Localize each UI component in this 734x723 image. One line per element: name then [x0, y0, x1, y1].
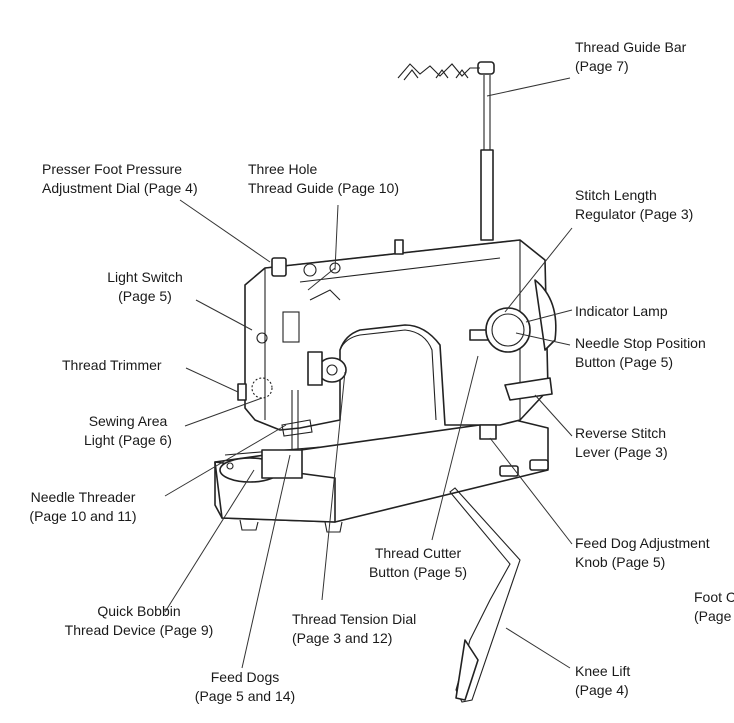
label-line: Lever (Page 3) — [575, 444, 668, 460]
label-line: Thread Trimmer — [62, 357, 162, 373]
thread-guide-bar-drawing — [397, 61, 495, 241]
label-foot: Foot C (Page — [694, 588, 734, 626]
label-sewing-light: Sewing Area Light (Page 6) — [72, 412, 184, 450]
label-line: Feed Dogs — [210, 669, 280, 685]
label-line: (Page 10 and 11) — [29, 508, 137, 524]
label-line: Feed Dog Adjustment — [575, 535, 710, 551]
label-line: (Page 3 and 12) — [292, 630, 393, 646]
label-thread-trimmer: Thread Trimmer — [62, 356, 162, 375]
machine-head — [237, 351, 347, 450]
label-line: (Page 4) — [575, 682, 629, 698]
label-line: Light (Page 6) — [84, 432, 172, 448]
label-line: (Page 7) — [575, 58, 629, 74]
label-thread-guide-bar: Thread Guide Bar (Page 7) — [575, 38, 686, 76]
label-line: (Page — [694, 608, 732, 624]
label-three-hole-guide: Three Hole Thread Guide (Page 10) — [248, 160, 399, 198]
label-thread-cutter: Thread Cutter Button (Page 5) — [360, 544, 476, 582]
label-line: Button (Page 5) — [368, 564, 468, 580]
label-line: Reverse Stitch — [575, 425, 667, 441]
label-line: Thread Cutter — [374, 545, 462, 561]
label-needle-threader: Needle Threader (Page 10 and 11) — [8, 488, 158, 526]
label-line: Presser Foot Pressure — [42, 161, 183, 177]
label-reverse-stitch: Reverse Stitch Lever (Page 3) — [575, 424, 668, 462]
label-line: Button (Page 5) — [575, 354, 674, 370]
leader-lines — [164, 77, 573, 669]
knee-lift-drawing — [449, 487, 521, 703]
label-line: (Page 5) — [118, 288, 172, 304]
label-line: Needle Threader — [30, 489, 136, 505]
label-line: Regulator (Page 3) — [575, 206, 694, 222]
machine-bed — [214, 419, 549, 533]
label-line: Indicator Lamp — [575, 303, 668, 319]
label-feed-dog-knob: Feed Dog Adjustment Knob (Page 5) — [575, 534, 710, 572]
label-line: Needle Stop Position — [575, 335, 706, 351]
label-line: Light Switch — [107, 269, 183, 285]
label-line: Thread Guide Bar — [575, 39, 687, 55]
label-line: Three Hole — [248, 161, 318, 177]
label-light-switch: Light Switch (Page 5) — [90, 268, 200, 306]
label-line: Quick Bobbin — [97, 603, 181, 619]
label-line: Knob (Page 5) — [575, 554, 666, 570]
label-line: Thread Guide (Page 10) — [248, 180, 399, 196]
label-line: Thread Tension Dial — [292, 611, 417, 627]
label-line: Stitch Length — [575, 187, 657, 203]
label-tension-dial: Thread Tension Dial (Page 3 and 12) — [292, 610, 416, 648]
label-line: (Page 5 and 14) — [194, 688, 296, 704]
label-indicator-lamp: Indicator Lamp — [575, 302, 668, 321]
label-line: Foot C — [694, 589, 734, 605]
label-knee-lift: Knee Lift (Page 4) — [575, 662, 630, 700]
label-presser-foot-dial: Presser Foot Pressure Adjustment Dial (P… — [42, 160, 198, 198]
label-line: Sewing Area — [88, 413, 168, 429]
label-line: Knee Lift — [575, 663, 631, 679]
label-quick-bobbin: Quick Bobbin Thread Device (Page 9) — [50, 602, 228, 640]
label-stitch-length: Stitch Length Regulator (Page 3) — [575, 186, 693, 224]
label-needle-stop: Needle Stop Position Button (Page 5) — [575, 334, 706, 372]
label-line: Adjustment Dial (Page 4) — [42, 180, 198, 196]
label-feed-dogs: Feed Dogs (Page 5 and 14) — [180, 668, 310, 706]
front-controls — [479, 377, 553, 440]
label-line: Thread Device (Page 9) — [64, 622, 214, 638]
